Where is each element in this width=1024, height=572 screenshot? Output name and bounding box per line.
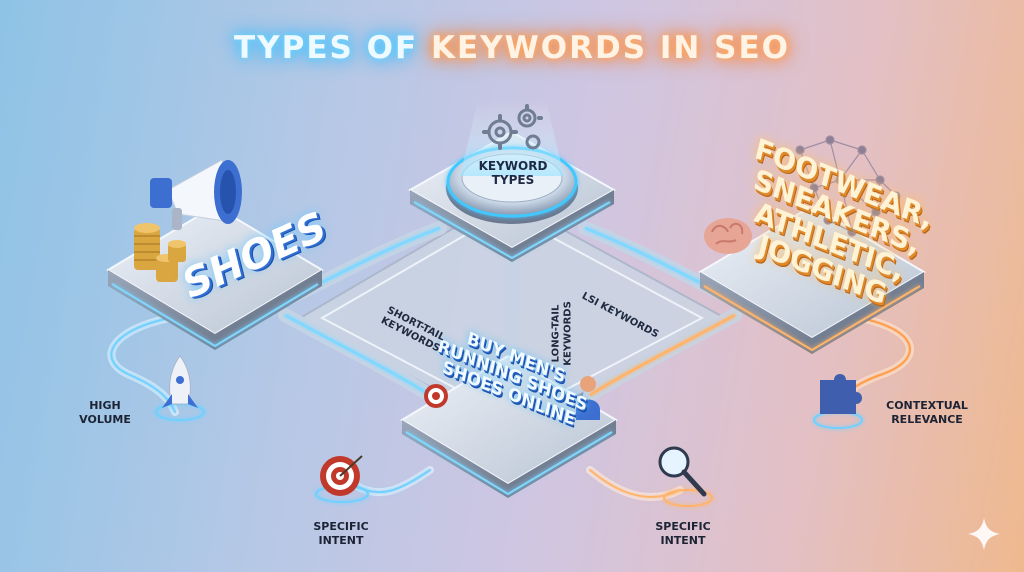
rocket-icon [156, 356, 204, 420]
hub-label-line-1: KEYWORD [468, 160, 558, 174]
label-contextual-relevance-line-1: CONTEXTUAL [872, 399, 982, 413]
label-contextual-relevance-line-2: RELEVANCE [872, 413, 982, 427]
label-contextual-relevance: CONTEXTUAL RELEVANCE [872, 399, 982, 427]
label-specific-intent-right: SPECIFIC INTENT [628, 520, 738, 548]
label-specific-intent-right-line-2: INTENT [628, 534, 738, 548]
target-icon-small [424, 384, 448, 408]
label-specific-intent-left-line-2: INTENT [286, 534, 396, 548]
label-high-volume-line-2: VOLUME [50, 413, 160, 427]
sparkle-icon [968, 518, 1000, 550]
label-specific-intent-left: SPECIFIC INTENT [286, 520, 396, 548]
label-specific-intent-left-line-1: SPECIFIC [286, 520, 396, 534]
path-label-long-tail: LONG-TAIL KEYWORDS [551, 294, 574, 374]
path-label-long-tail-line-2: KEYWORDS [562, 294, 574, 374]
hub-label-line-2: TYPES [468, 174, 558, 188]
label-specific-intent-right-line-1: SPECIFIC [628, 520, 738, 534]
label-high-volume-line-1: HIGH [50, 399, 160, 413]
path-label-long-tail-line-1: LONG-TAIL [551, 294, 563, 374]
label-high-volume: HIGH VOLUME [50, 399, 160, 427]
puzzle-icon [814, 374, 862, 428]
target-icon [316, 456, 368, 502]
hub-label: KEYWORD TYPES [468, 160, 558, 188]
